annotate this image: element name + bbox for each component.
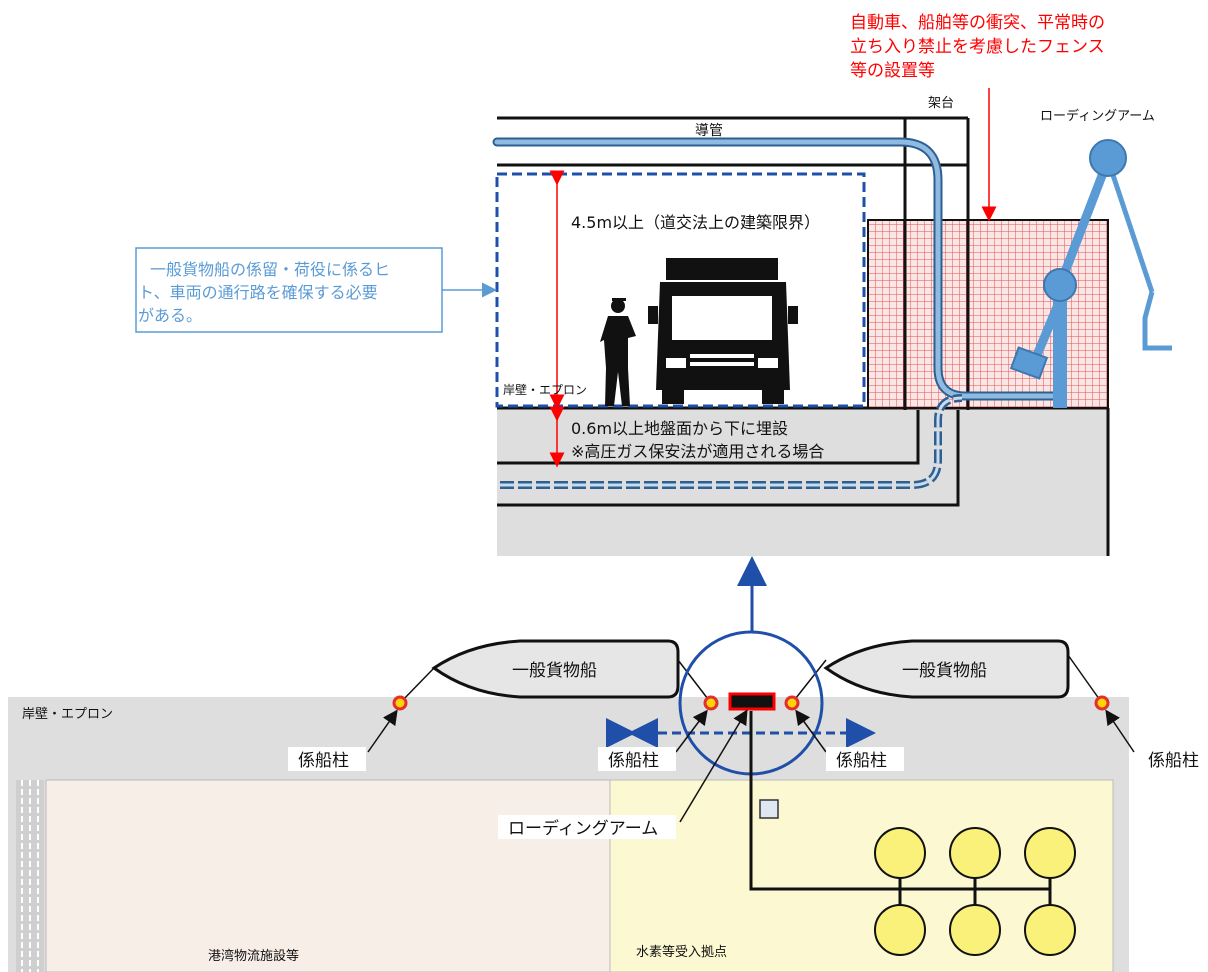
pipe: [492, 137, 1067, 489]
plan-view: 一般貨物船 一般貨物船 岸壁・エプロン: [8, 630, 1199, 972]
loading-arm-label: ローディングアーム: [508, 818, 658, 839]
info-line2: ト、車両の通行路を確保する必要: [138, 283, 378, 302]
clearance-label: 4.5m以上（道交法上の建築限界）: [571, 213, 820, 232]
hydrogen-label: 水素等受入拠点: [636, 944, 727, 960]
ship-left-label: 一般貨物船: [512, 661, 597, 681]
bollard-icon: [392, 695, 408, 711]
logistics-label: 港湾物流施設等: [208, 948, 299, 964]
clearance-box: [495, 172, 866, 408]
tank-icon: [949, 904, 1001, 956]
person-icon: [600, 298, 636, 406]
bollard-icon: [703, 695, 719, 711]
bollard-label-3: 係船柱: [836, 751, 887, 771]
fence-area: [867, 219, 1109, 409]
bollard-label-1: 係船柱: [298, 751, 349, 771]
plan-apron-label: 岸壁・エプロン: [22, 707, 113, 722]
tank-icon: [874, 827, 926, 879]
bollard-label-4: 係船柱: [1148, 751, 1199, 771]
ship-left: [431, 639, 680, 699]
fence-note-line1: 自動車、船舶等の衝突、平常時の: [850, 13, 1105, 33]
arm-label: ローディングアーム: [1040, 108, 1155, 124]
cross-section: 自動車、船舶等の衝突、平常時の 立ち入り禁止を考慮したフェンス 等の設置等 架台…: [135, 13, 1172, 556]
rack-label: 架台: [928, 96, 954, 111]
bollard-label-2: 係船柱: [608, 751, 659, 771]
tank-icon: [1024, 827, 1076, 879]
mooring-lines: [399, 654, 1103, 704]
tank-icon: [874, 904, 926, 956]
tanks: [874, 827, 1076, 956]
ship-right-label: 一般貨物船: [902, 661, 987, 681]
info-line1: 一般貨物船の係留・荷役に係るヒ: [150, 260, 390, 279]
fence-note-line2: 立ち入り禁止を考慮したフェンス: [850, 37, 1105, 57]
ship-right: [823, 639, 1070, 699]
ground-block: [497, 408, 1108, 556]
loading-arm: [1009, 139, 1172, 408]
road-stripes: [16, 780, 44, 972]
burial-line1: 0.6m以上地盤面から下に埋設: [571, 419, 788, 438]
section-apron-label: 岸壁・エプロン: [503, 382, 587, 397]
tank-icon: [1024, 904, 1076, 956]
bollard-icon: [784, 695, 800, 711]
bollard-icon: [1094, 695, 1110, 711]
bollards: [392, 695, 1110, 711]
pipe-rack: [497, 116, 970, 410]
burial-line2: ※高圧ガス保安法が適用される場合: [571, 442, 824, 461]
truck-icon: [648, 258, 798, 404]
tank-icon: [949, 827, 1001, 879]
fence-note-line3: 等の設置等: [850, 61, 935, 81]
info-line3: がある。: [138, 306, 202, 325]
logistics-area: [45, 779, 611, 972]
pipe-label: 導管: [695, 123, 723, 139]
loading-arm-symbol: [728, 692, 776, 711]
small-equipment: [759, 799, 779, 819]
